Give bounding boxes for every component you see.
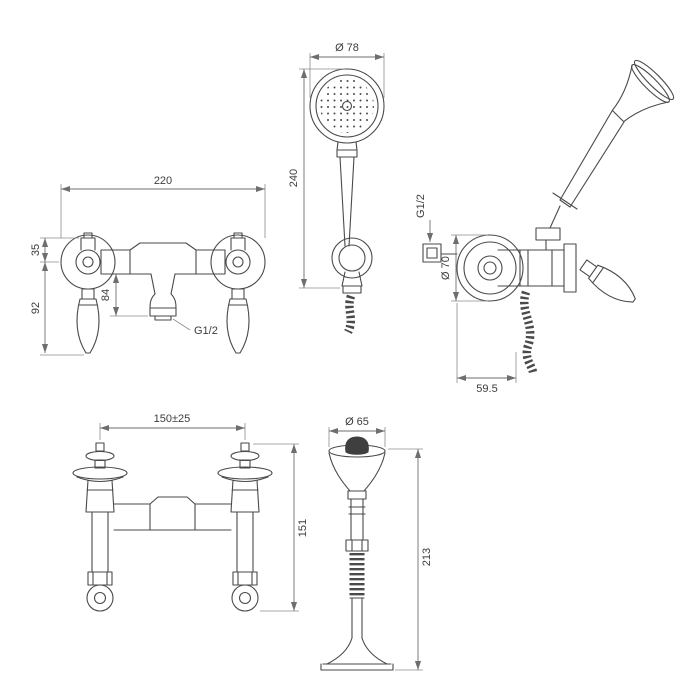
cross-handle-left bbox=[85, 450, 115, 462]
dim-centers-label: 150±25 bbox=[154, 413, 191, 425]
flange-right bbox=[210, 234, 266, 290]
flange-left-inner bbox=[75, 249, 101, 275]
leader-thread bbox=[172, 318, 191, 331]
escutcheon-right bbox=[217, 466, 273, 480]
flange-right-inner bbox=[225, 249, 251, 275]
wall-holder bbox=[331, 237, 373, 279]
side-lever-handle bbox=[579, 259, 636, 303]
holder-cone bbox=[328, 452, 386, 500]
dim-height-label: 92 bbox=[30, 302, 42, 314]
dim-spout-label: 84 bbox=[100, 289, 112, 301]
dim-width-label: 220 bbox=[154, 175, 172, 187]
cross-handle-right-stem bbox=[240, 442, 250, 452]
handshower-bell bbox=[611, 59, 675, 123]
column-coupling bbox=[345, 539, 369, 552]
legs bbox=[91, 511, 254, 573]
ball-union-left-inner bbox=[93, 591, 107, 605]
ball-union-right bbox=[231, 584, 259, 612]
ext-height bbox=[253, 443, 299, 612]
view-handshower-front: Ø 78 240 bbox=[288, 42, 385, 334]
shower-head-outer bbox=[309, 68, 385, 144]
cross-handle-right bbox=[230, 450, 260, 462]
ball-union-left bbox=[86, 584, 114, 612]
spray-face bbox=[320, 79, 374, 133]
flange-right-core bbox=[232, 256, 244, 268]
shower-head-rim bbox=[315, 74, 379, 138]
dim-length-label: 240 bbox=[288, 169, 300, 187]
valve-body-left bbox=[76, 476, 124, 513]
shower-handle bbox=[339, 156, 355, 247]
lever-handle-right bbox=[226, 288, 250, 354]
union-nuts bbox=[87, 571, 258, 586]
escutcheon-left bbox=[72, 466, 128, 480]
dim-thread-label: G1/2 bbox=[194, 325, 218, 337]
flange-left-core bbox=[82, 256, 94, 268]
shower-neck bbox=[336, 141, 358, 158]
wall-holder-inner bbox=[338, 244, 366, 272]
side-body-ring bbox=[477, 255, 503, 281]
handshower-grip-end bbox=[345, 436, 369, 455]
dim-height-label: 151 bbox=[297, 519, 309, 537]
spout bbox=[149, 273, 177, 321]
ext-width bbox=[60, 184, 266, 238]
side-body bbox=[497, 243, 577, 293]
dim-holder-diameter-label: Ø 65 bbox=[345, 416, 369, 428]
ext-depth bbox=[456, 303, 517, 383]
view-wall-mixer-front: 220 35 92 84 G1/2 bbox=[30, 175, 266, 356]
dim-top-label: 35 bbox=[30, 244, 42, 256]
side-flange bbox=[456, 234, 524, 302]
valve-top-right bbox=[230, 232, 246, 251]
handshower-grip-and-holder bbox=[535, 110, 625, 251]
flange-left bbox=[60, 234, 116, 290]
bonnet-left bbox=[94, 459, 106, 469]
side-flange-inner bbox=[463, 241, 517, 295]
side-body-core bbox=[483, 261, 497, 275]
view-deck-shower-side: Ø 65 213 bbox=[320, 416, 433, 671]
hose bbox=[344, 294, 356, 334]
dim-depth-label: 59.5 bbox=[476, 383, 497, 395]
valve-body-right bbox=[221, 476, 269, 513]
bonnet-right bbox=[239, 459, 251, 469]
ext-centers bbox=[99, 423, 246, 440]
ball-union-right-inner bbox=[238, 591, 252, 605]
cross-handle-left-stem bbox=[95, 442, 105, 452]
dim-column-height-label: 213 bbox=[421, 548, 433, 566]
column-lower bbox=[349, 597, 365, 639]
view-wall-mixer-side: G1/2 Ø 70 59.5 bbox=[415, 59, 675, 395]
ext-diameter bbox=[309, 53, 385, 98]
dim-flange-diameter-label: Ø 70 bbox=[440, 256, 452, 280]
column-upper bbox=[348, 498, 366, 541]
mixer-body bbox=[100, 242, 226, 275]
base-foot bbox=[320, 637, 394, 671]
dim-diameter-label: Ø 78 bbox=[335, 42, 359, 54]
bridge-body bbox=[113, 496, 232, 531]
side-hose bbox=[520, 290, 538, 374]
valve-top-left bbox=[80, 232, 96, 251]
spray-center bbox=[341, 100, 353, 112]
hose-connector bbox=[341, 271, 363, 294]
dim-thread-label: G1/2 bbox=[415, 194, 427, 218]
lever-handle-left bbox=[76, 288, 100, 354]
view-deck-mixer-front: 150±25 151 bbox=[72, 413, 309, 612]
